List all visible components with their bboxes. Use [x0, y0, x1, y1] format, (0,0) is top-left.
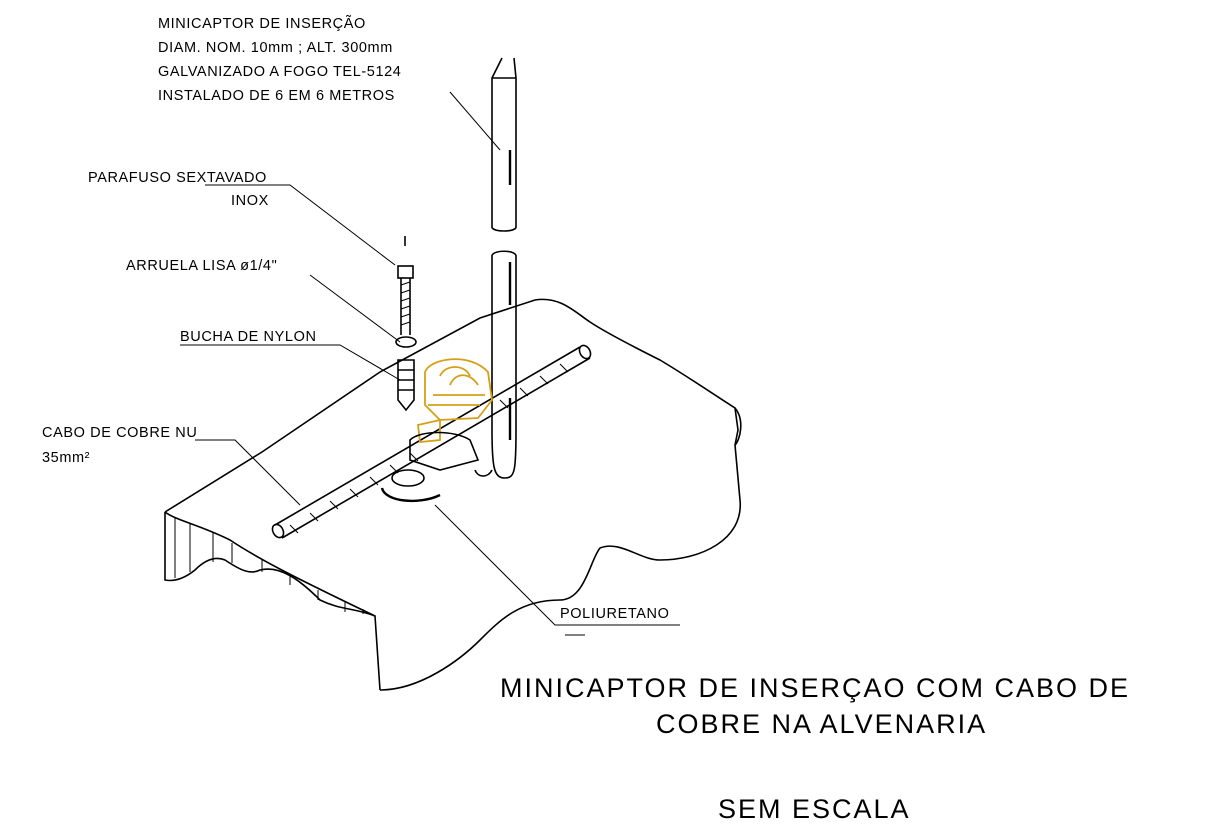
- block-edge: [164, 511, 376, 617]
- block-top-face: [164, 298, 741, 691]
- clamp-body: [380, 431, 480, 503]
- leader-lines: [180, 91, 680, 636]
- drawing-scale-note: SEM ESCALA: [718, 794, 911, 824]
- block-side-edge: [734, 407, 742, 446]
- label-parafuso: PARAFUSO SEXTAVADO INOX: [88, 170, 269, 209]
- label-minicaptor-line4: INSTALADO DE 6 EM 6 METROS: [158, 88, 395, 104]
- drawing-title-line1: MINICAPTOR DE INSERÇAO COM CABO DE: [500, 673, 1130, 703]
- label-minicaptor: MINICAPTOR DE INSERÇÃO DIAM. NOM. 10mm ;…: [158, 15, 401, 104]
- masonry-block: [164, 298, 742, 691]
- label-parafuso-line1: PARAFUSO SEXTAVADO: [88, 170, 267, 186]
- copper-cable: [271, 344, 592, 539]
- drawing-title-line2: COBRE NA ALVENARIA: [656, 709, 987, 739]
- label-parafuso-line2: INOX: [231, 193, 269, 209]
- label-minicaptor-line3: GALVANIZADO A FOGO TEL-5124: [158, 64, 401, 80]
- label-bucha: BUCHA DE NYLON: [180, 329, 317, 345]
- clamp-highlight: [417, 358, 493, 443]
- label-cabo-line1: CABO DE COBRE NU: [42, 425, 197, 441]
- block-hatching: [174, 517, 364, 614]
- minicaptor-rod: [474, 57, 517, 479]
- label-cabo-line2: 35mm²: [42, 450, 90, 466]
- label-cabo: CABO DE COBRE NU 35mm²: [42, 425, 197, 466]
- screw-assembly: [395, 236, 417, 412]
- washer: [395, 336, 417, 348]
- block-front-face: [164, 512, 381, 691]
- label-poliuretano: POLIURETANO: [560, 606, 669, 622]
- nylon-bushing: [397, 359, 415, 412]
- label-arruela: ARRUELA LISA ø1/4": [126, 258, 277, 274]
- label-minicaptor-line1: MINICAPTOR DE INSERÇÃO: [158, 15, 366, 32]
- label-minicaptor-line2: DIAM. NOM. 10mm ; ALT. 300mm: [158, 40, 393, 56]
